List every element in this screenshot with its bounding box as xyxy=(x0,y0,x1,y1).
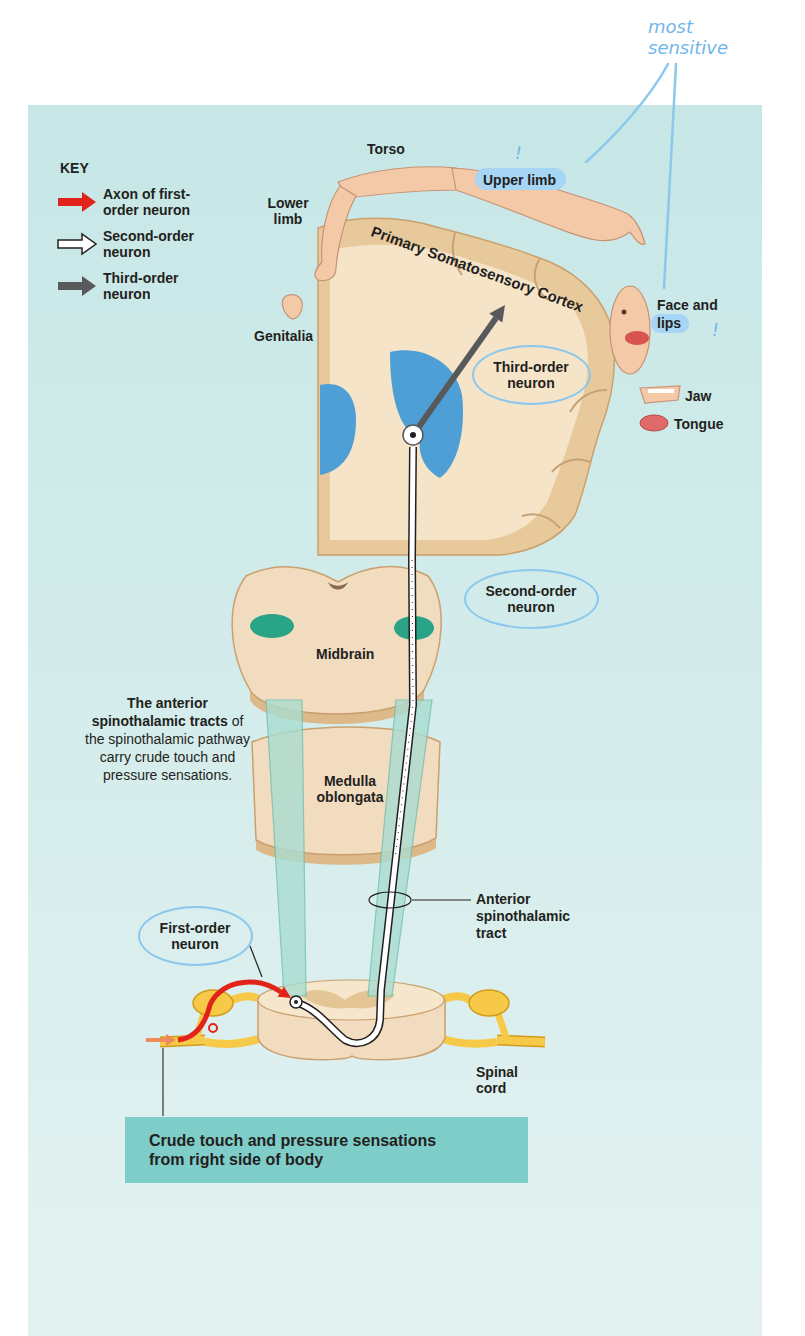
cerebral-cortex xyxy=(318,218,614,555)
cell-nucleus xyxy=(294,1000,298,1004)
circled-label: First-order neuron xyxy=(138,906,253,966)
annotation-note: most sensitive xyxy=(648,16,752,58)
stimulus-arrow xyxy=(146,1038,166,1042)
legend-text: Axon of first-order neuron xyxy=(103,186,215,218)
legend-text: Third-order neuron xyxy=(103,270,215,302)
axon-dashes xyxy=(395,560,413,860)
structure-label: Spinal cord xyxy=(476,1064,538,1096)
node-text: Upper limb xyxy=(483,172,556,188)
body-part-label: Lower limb xyxy=(262,195,314,227)
node-text: Third-order neuron xyxy=(490,359,572,391)
node-text: First-order neuron xyxy=(156,920,234,952)
structure-label: Midbrain xyxy=(316,646,374,662)
sulcus xyxy=(570,390,607,412)
legend-heading: KEY xyxy=(60,160,89,176)
sulcus xyxy=(522,514,560,528)
structure-label: Anterior spinothalamic tract xyxy=(476,891,588,942)
dorsal-root-ganglion xyxy=(469,990,509,1016)
cell-body xyxy=(290,996,302,1008)
homunculus-genitalia xyxy=(282,295,302,319)
highlight-pill: Upper limb xyxy=(475,168,566,190)
description-box: Crude touch and pressure sensations from… xyxy=(125,1117,528,1183)
legend-text: Second-order neuron xyxy=(103,228,215,260)
homunculus-jaw xyxy=(640,386,680,403)
circled-label: Third-order neuron xyxy=(472,345,591,405)
leader-line xyxy=(412,899,471,900)
spinothalamic-tract xyxy=(266,700,306,996)
ventral-root xyxy=(440,1038,497,1044)
homunculus-teeth xyxy=(648,389,674,393)
node-text-group: Third-order neuron xyxy=(490,359,572,391)
second-order-axon xyxy=(298,447,413,1043)
second-order-axon xyxy=(298,447,413,1043)
annotation-mark: ! xyxy=(712,321,719,340)
node-text: Second-order neuron xyxy=(482,583,580,615)
tract-callout xyxy=(369,892,411,908)
leader-line xyxy=(162,1048,164,1116)
node-text-group: Upper limb xyxy=(483,172,556,188)
panel-ground xyxy=(28,105,762,1336)
body-part-label: Genitalia xyxy=(254,328,313,344)
body-part-label: Tongue xyxy=(674,416,724,432)
homunculus-arm xyxy=(452,168,645,244)
key-arrow-grey xyxy=(58,276,96,296)
first-order-axon xyxy=(178,982,281,1040)
aqueduct xyxy=(328,582,348,590)
homunculus-tongue xyxy=(640,415,668,431)
caption-lead: The anterior spinothalamic tracts xyxy=(92,695,228,729)
annotation-line xyxy=(586,64,668,162)
homunculus-face xyxy=(610,286,650,374)
ventricle xyxy=(320,384,356,475)
arrowhead xyxy=(489,305,505,323)
arrowhead xyxy=(278,987,291,999)
sulcus xyxy=(552,460,590,472)
leader-line xyxy=(250,946,262,977)
homunculus-lips xyxy=(625,331,649,345)
arrowhead xyxy=(166,1034,176,1046)
thalamic-neuron xyxy=(403,425,423,445)
homunculus-leg xyxy=(315,186,356,281)
homunculus-torso xyxy=(338,167,458,198)
annotation-mark: ! xyxy=(515,144,522,163)
node-text-group: Second-order neuron xyxy=(482,583,580,615)
node-text: Crude touch and pressure sensations from… xyxy=(149,1131,459,1169)
key-arrow-red xyxy=(58,192,96,212)
nucleus xyxy=(250,614,294,638)
node-text-group: First-order neuron xyxy=(156,920,234,952)
homunculus-eye xyxy=(622,310,627,315)
node-text-group: Crude touch and pressure sensations from… xyxy=(149,1131,459,1169)
caption: The anterior spinothalamic tractsof the … xyxy=(80,694,255,784)
cortex-label: Primary Somatosensory Cortex xyxy=(369,223,586,316)
key-arrow-white xyxy=(58,234,96,254)
cell-body xyxy=(209,1024,217,1032)
circled-label: Second-order neuron xyxy=(464,569,599,629)
body-part-label: Torso xyxy=(367,141,405,157)
third-order-axon xyxy=(418,318,496,428)
cell-nucleus xyxy=(410,432,416,438)
body-part-label: Jaw xyxy=(685,388,711,404)
structure-label: Medulla oblongata xyxy=(310,773,390,805)
annotation-line xyxy=(664,64,676,288)
ventral-root xyxy=(205,1038,262,1044)
